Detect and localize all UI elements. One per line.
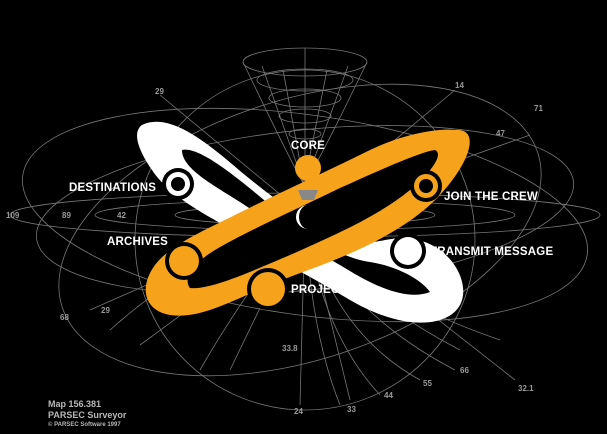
nav-destinations[interactable]: DESTINATIONS [69,182,157,194]
scale-14: 14 [455,81,464,90]
scale-68: 68 [60,313,69,322]
scale-42: 42 [117,211,126,220]
scale-29-bottom: 29 [101,306,110,315]
map-nodes [162,155,442,310]
scale-44: 44 [384,391,393,400]
nav-core[interactable]: CORE [291,140,326,152]
scale-33: 33 [347,405,356,414]
scale-32-1: 32.1 [518,384,534,393]
scale-89: 89 [62,211,71,220]
scale-47: 47 [496,129,505,138]
scale-71: 71 [534,104,543,113]
nav-join-the-crew[interactable]: JOIN THE CREW [444,191,538,203]
wireframe-grid [9,47,601,411]
nav-projects[interactable]: PROJECTS [291,284,355,296]
nav-transmit-message[interactable]: TRANSMIT MESSAGE [430,246,554,258]
scale-109: 109 [6,211,20,220]
scale-66: 66 [460,366,469,375]
scale-33-8: 33.8 [282,344,298,353]
copyright: © PARSEC Software 1997 [48,422,121,428]
map-id: Map 156.381 [48,399,102,409]
scale-55: 55 [423,379,432,388]
product-name: PARSEC Surveyor [48,410,127,420]
scale-24: 24 [294,407,303,416]
nav-archives[interactable]: ARCHIVES [107,236,169,248]
scale-29-top: 29 [155,87,164,96]
orange-orbit-swoosh [145,129,470,316]
